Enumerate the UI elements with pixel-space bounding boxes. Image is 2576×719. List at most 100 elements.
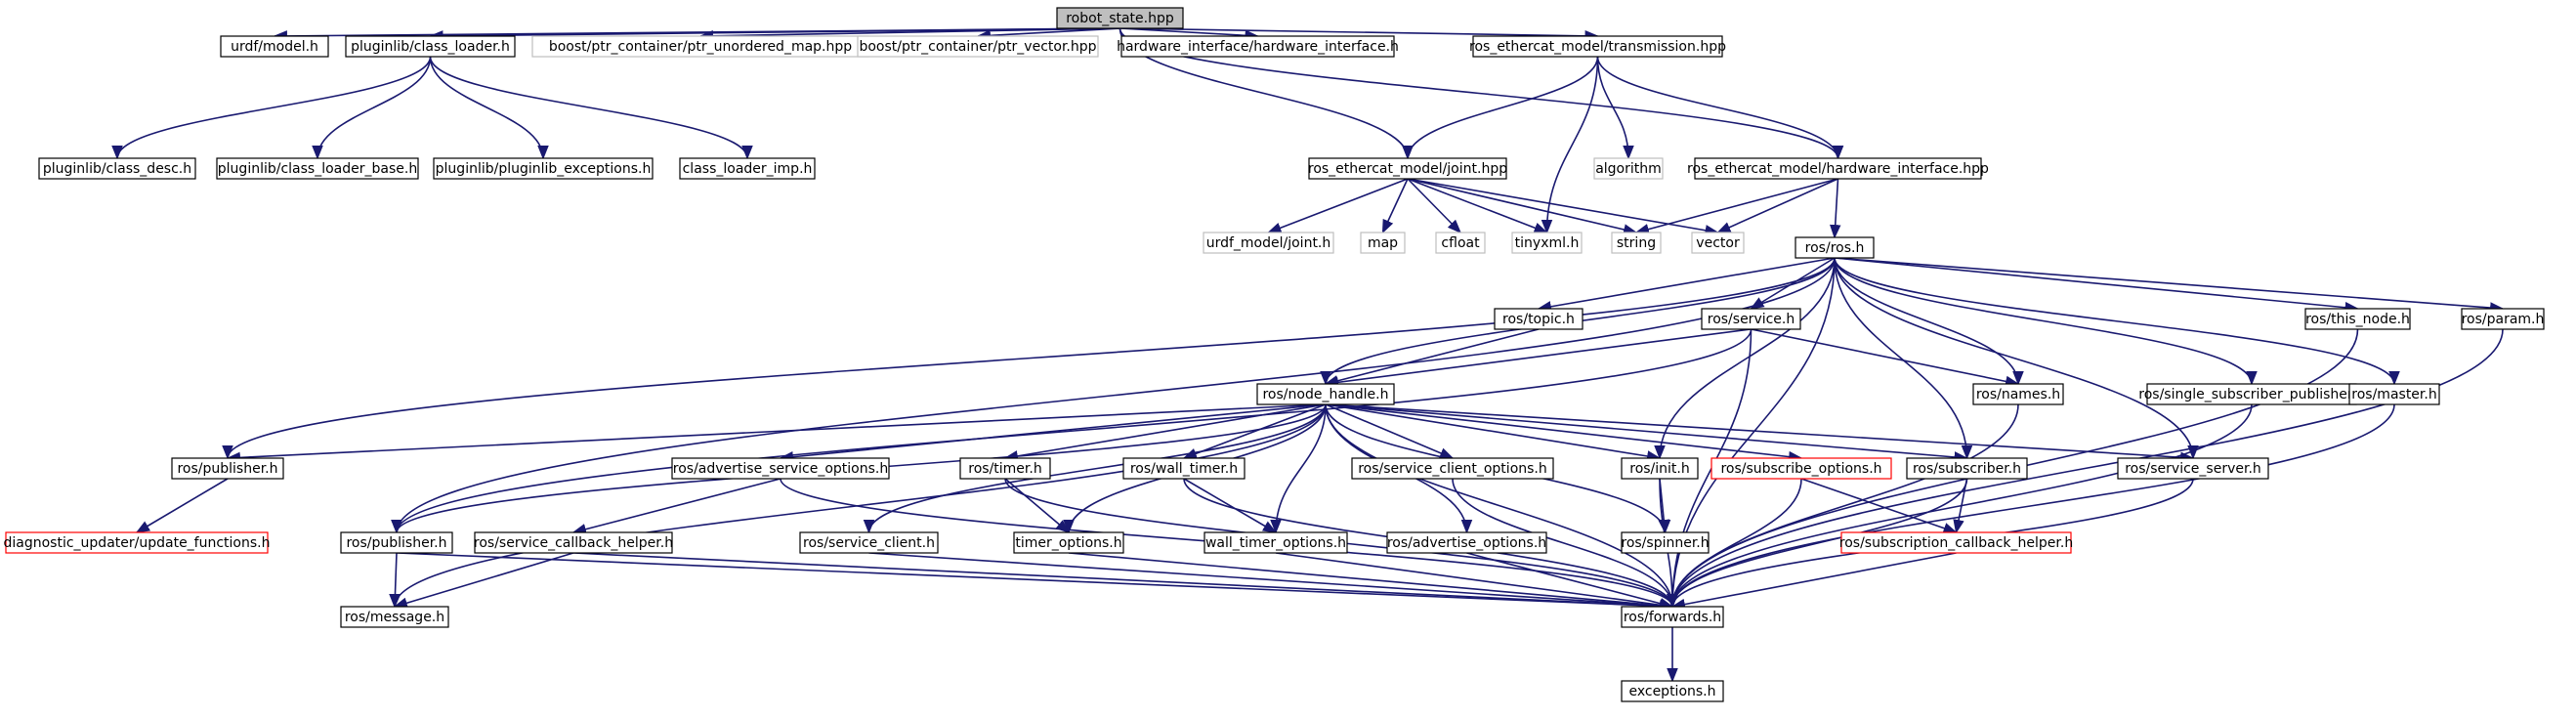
node-sub-callback-helper[interactable]: ros/subscription_callback_helper.h xyxy=(1839,531,2073,554)
node-service-client[interactable]: ros/service_client.h xyxy=(799,531,939,554)
node-label: ros/subscription_callback_helper.h xyxy=(1839,535,2073,551)
node-box xyxy=(1386,531,1547,554)
node-box xyxy=(345,35,516,58)
node-wall-timer-options[interactable]: wall_timer_options.h xyxy=(1204,531,1348,554)
node-service-server[interactable]: ros/service_server.h xyxy=(2117,457,2269,480)
node-box xyxy=(1621,531,1710,554)
node-label: ros/timer.h xyxy=(968,461,1041,477)
edge-node_handle-to-publisher_left xyxy=(226,403,1327,464)
node-box xyxy=(1906,457,2028,480)
node-single-sub-pub[interactable]: ros/single_subscriber_publisher.h xyxy=(2138,383,2365,405)
node-box xyxy=(2461,308,2545,330)
edge-joint_hpp-to-string xyxy=(1407,178,1638,235)
edge-robot_state-to-class_loader xyxy=(429,27,1120,42)
edge-service_callback_helper-to-message xyxy=(393,552,574,609)
node-master[interactable]: ros/master.h xyxy=(2348,383,2440,405)
node-spinner[interactable]: ros/spinner.h xyxy=(1621,531,1710,554)
node-advertise-options[interactable]: ros/advertise_options.h xyxy=(1386,531,1547,554)
node-timer-options[interactable]: timer_options.h xyxy=(1013,531,1124,554)
node-node-handle[interactable]: ros/node_handle.h xyxy=(1256,383,1395,405)
node-wall-timer[interactable]: ros/wall_timer.h xyxy=(1122,457,1246,480)
node-joint-hpp[interactable]: ros_ethercat_model/joint.hpp xyxy=(1308,157,1507,180)
node-timer[interactable]: ros/timer.h xyxy=(959,457,1051,480)
edge-node_handle-to-service_client_options xyxy=(1325,403,1455,459)
node-ptr-unordered-map[interactable]: boost/ptr_container/ptr_unordered_map.hp… xyxy=(531,35,869,58)
node-ptr-vector[interactable]: boost/ptr_container/ptr_vector.hpp xyxy=(857,35,1099,58)
node-service-callback-helper[interactable]: ros/service_callback_helper.h xyxy=(474,531,673,554)
node-box xyxy=(2304,308,2411,330)
node-pluginlib-exceptions[interactable]: pluginlib/pluginlib_exceptions.h xyxy=(433,157,654,180)
node-robot-state[interactable]: robot_state.hpp xyxy=(1056,7,1184,29)
node-tinyxml[interactable]: tinyxml.h xyxy=(1511,232,1583,254)
edge-node_handle-to-subscriber xyxy=(1325,403,1968,463)
edge-node_handle-to-wall_timer_options xyxy=(1270,403,1327,534)
edge-robot_state-to-ptr_unordered_map xyxy=(698,27,1120,42)
node-label: ros_ethercat_model/hardware_interface.hp… xyxy=(1687,161,1989,177)
edge-wall_timer_options-to-forwards xyxy=(1275,552,1674,611)
node-service[interactable]: ros/service.h xyxy=(1701,308,1801,330)
edge-ros_h-to-this_node xyxy=(1834,257,2359,314)
node-box xyxy=(2117,457,2269,480)
node-param[interactable]: ros/param.h xyxy=(2461,308,2545,330)
edge-transmission-to-tinyxml xyxy=(1541,56,1599,234)
node-topic[interactable]: ros/topic.h xyxy=(1494,308,1584,330)
node-rem-hw-interface[interactable]: ros_ethercat_model/hardware_interface.hp… xyxy=(1687,157,1989,180)
node-label: robot_state.hpp xyxy=(1066,11,1174,26)
edge-single_sub_pub-to-forwards xyxy=(1667,403,2253,609)
node-box xyxy=(216,157,419,180)
node-string[interactable]: string xyxy=(1611,232,1662,254)
node-box xyxy=(1435,232,1486,254)
node-init[interactable]: ros/init.h xyxy=(1621,457,1699,480)
node-label: pluginlib/pluginlib_exceptions.h xyxy=(436,161,652,177)
node-this-node[interactable]: ros/this_node.h xyxy=(2304,308,2411,330)
node-box xyxy=(220,35,329,58)
node-class-loader-base[interactable]: pluginlib/class_loader_base.h xyxy=(216,157,419,180)
node-class-desc[interactable]: pluginlib/class_desc.h xyxy=(38,157,196,180)
node-label: boost/ptr_container/ptr_vector.hpp xyxy=(859,39,1096,55)
edge-service_callback_helper-to-forwards xyxy=(572,552,1674,613)
node-box xyxy=(1621,680,1724,702)
node-algorithm[interactable]: algorithm xyxy=(1593,157,1664,180)
edge-robot_state-to-transmission xyxy=(1119,27,1599,42)
edge-publisher_mid-to-forwards xyxy=(396,552,1674,613)
node-names[interactable]: ros/names.h xyxy=(1972,383,2064,405)
edge-class_loader-to-pluginlib_exceptions xyxy=(429,56,549,160)
node-diag-updater[interactable]: diagnostic_updater/update_functions.h xyxy=(4,531,271,554)
edge-service_client_options-to-forwards xyxy=(1452,478,1678,609)
node-subscribe-options[interactable]: ros/subscribe_options.h xyxy=(1710,457,1892,480)
node-publisher-mid[interactable]: ros/publisher.h xyxy=(340,531,453,554)
node-exceptions[interactable]: exceptions.h xyxy=(1621,680,1724,702)
node-box xyxy=(1972,383,2064,405)
edge-ros_h-to-topic xyxy=(1537,257,1836,313)
node-vector[interactable]: vector xyxy=(1691,232,1745,254)
node-box xyxy=(1840,531,2072,554)
node-urdf-model[interactable]: urdf/model.h xyxy=(220,35,329,58)
node-label: ros/service_client.h xyxy=(803,535,935,551)
node-message[interactable]: ros/message.h xyxy=(340,606,449,628)
node-class-loader-imp[interactable]: class_loader_imp.h xyxy=(679,157,816,180)
edge-timer_options-to-forwards xyxy=(1068,552,1674,612)
node-label: ros_ethercat_model/joint.hpp xyxy=(1308,161,1507,177)
node-cfloat[interactable]: cfloat xyxy=(1435,232,1486,254)
node-forwards[interactable]: ros/forwards.h xyxy=(1621,606,1724,628)
node-box xyxy=(1511,232,1583,254)
node-map[interactable]: map xyxy=(1360,232,1406,254)
node-transmission[interactable]: ros_ethercat_model/transmission.hpp xyxy=(1469,35,1726,58)
node-ros-h[interactable]: ros/ros.h xyxy=(1795,236,1875,259)
node-hw-interface[interactable]: hardware_interface/hardware_interface.h xyxy=(1117,35,1399,58)
node-subscriber[interactable]: ros/subscriber.h xyxy=(1906,457,2028,480)
edge-master-to-forwards xyxy=(1667,403,2395,609)
node-publisher-left[interactable]: ros/publisher.h xyxy=(171,457,284,480)
node-label: urdf/model.h xyxy=(231,39,318,55)
node-label: cfloat xyxy=(1441,235,1480,251)
node-service-client-options[interactable]: ros/service_client_options.h xyxy=(1351,457,1554,480)
node-urdf-joint[interactable]: urdf_model/joint.h xyxy=(1203,232,1334,254)
node-box xyxy=(1122,457,1246,480)
edge-service-to-names xyxy=(1751,328,2020,388)
node-class-loader[interactable]: pluginlib/class_loader.h xyxy=(345,35,516,58)
edge-publisher_left-to-diag_updater xyxy=(135,478,229,533)
edge-ros_h-to-names xyxy=(1834,257,2024,386)
node-adv-service-options[interactable]: ros/advertise_service_options.h xyxy=(671,457,890,480)
node-box xyxy=(340,531,453,554)
edge-sub_callback_helper-to-forwards xyxy=(1670,552,1957,611)
